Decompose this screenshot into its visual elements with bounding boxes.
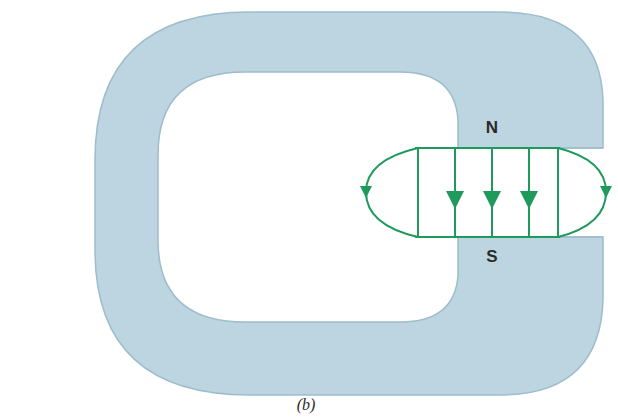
pole-gap bbox=[419, 149, 618, 236]
pole-label: S bbox=[486, 247, 497, 267]
fringe-arrowheads bbox=[360, 186, 612, 198]
figure-caption: (b) bbox=[297, 396, 316, 414]
pole-label: N bbox=[486, 118, 498, 138]
field-lines bbox=[366, 148, 606, 237]
magnet-opening bbox=[158, 72, 458, 322]
